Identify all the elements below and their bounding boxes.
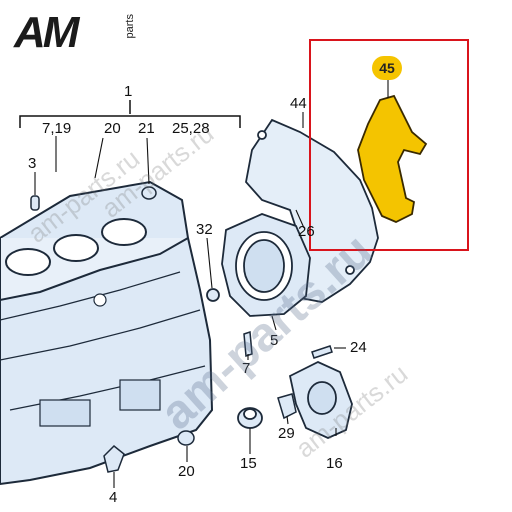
part-45-badge[interactable]: 45 xyxy=(372,56,402,80)
highlight-box-part-45 xyxy=(309,39,469,251)
callout-20[interactable]: 20 xyxy=(178,463,195,480)
part-32-ring xyxy=(206,288,220,302)
callout-5[interactable]: 5 xyxy=(270,332,279,349)
callout-26[interactable]: 26 xyxy=(298,223,315,240)
callout-32[interactable]: 32 xyxy=(196,221,213,238)
part-20-plug xyxy=(177,430,195,446)
callout-44[interactable]: 44 xyxy=(290,95,307,112)
part-16-housing xyxy=(288,361,353,439)
engine-block xyxy=(0,180,214,486)
callout-29[interactable]: 29 xyxy=(278,425,295,442)
part-24-bolt xyxy=(311,345,333,359)
am-parts-logo: AM parts xyxy=(14,10,144,58)
part-7-bolt xyxy=(243,330,253,358)
callout-21[interactable]: 21 xyxy=(138,120,155,137)
part-5-seal-flange xyxy=(221,213,311,317)
logo-main-text: AM xyxy=(14,8,79,57)
callout-25-28[interactable]: 25,28 xyxy=(172,120,210,137)
part-44-end-plate xyxy=(245,118,379,303)
callout-15[interactable]: 15 xyxy=(240,455,257,472)
callout-7-19[interactable]: 7,19 xyxy=(42,120,72,137)
part-15-cap xyxy=(237,407,263,429)
part-29-fitting xyxy=(277,393,297,420)
callout-7[interactable]: 7 xyxy=(242,360,251,377)
part-21-plug xyxy=(141,186,157,200)
part-45-shield xyxy=(357,94,428,223)
callout-3[interactable]: 3 xyxy=(28,155,37,172)
leader-lines xyxy=(34,78,389,488)
callout-24[interactable]: 24 xyxy=(350,339,367,356)
group-1-bracket xyxy=(19,100,241,128)
callout-20-group[interactable]: 20 xyxy=(104,120,121,137)
callout-16[interactable]: 16 xyxy=(326,455,343,472)
part-3-pin xyxy=(30,195,40,211)
callout-4[interactable]: 4 xyxy=(109,489,118,506)
part-4-sensor xyxy=(103,444,125,473)
callout-1[interactable]: 1 xyxy=(124,83,133,100)
